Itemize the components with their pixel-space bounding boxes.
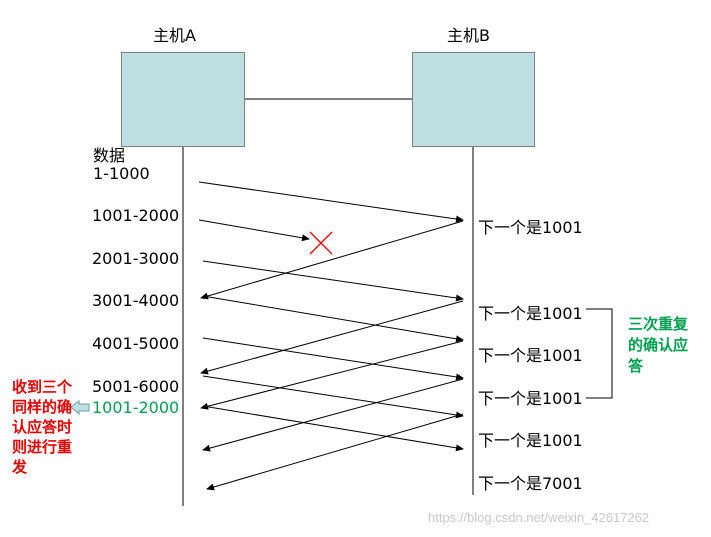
segment-arrow-1	[198, 181, 464, 223]
ack-label-5: 下一个是1001	[478, 431, 583, 450]
host-b-box	[412, 52, 535, 147]
ack-label-6: 下一个是7001	[478, 474, 583, 493]
segment-arrow-6	[202, 375, 464, 419]
ack-arrow-3	[200, 340, 464, 410]
ack-label-4: 下一个是1001	[478, 389, 583, 408]
ack-arrow-2	[200, 300, 464, 375]
red-x-icon	[309, 231, 333, 255]
ack-arrow-1	[200, 220, 464, 300]
retransmit-label: 1001-2000	[92, 398, 180, 417]
ack-label-1: 下一个是1001	[478, 218, 583, 237]
segment-label-2: 1001-2000	[92, 206, 180, 225]
segment-arrow-3	[202, 260, 464, 302]
ack-arrow-4	[202, 378, 464, 452]
ack-label-2: 下一个是1001	[478, 304, 583, 323]
ack-label-3: 下一个是1001	[478, 346, 583, 365]
data-heading: 数据	[93, 146, 126, 165]
duplicate-ack-bracket	[586, 308, 613, 399]
segment-arrow-2-lost	[198, 219, 310, 242]
host-a-box	[121, 52, 245, 147]
segment-arrow-4	[202, 295, 464, 343]
segment-arrow-retransmit	[202, 405, 464, 452]
watermark: https://blog.csdn.net/weixin_42617262	[428, 510, 650, 525]
segment-label-4: 3001-4000	[92, 291, 180, 310]
segment-label-6: 5001-6000	[92, 377, 180, 396]
segment-label-3: 2001-3000	[92, 249, 180, 268]
triple-ack-note: 三次重复的确认应答	[628, 315, 689, 375]
host-b-title: 主机B	[447, 26, 490, 45]
segment-label-1: 1-1000	[93, 164, 150, 183]
host-a-title: 主机A	[153, 26, 196, 45]
segment-arrow-5	[202, 337, 464, 381]
retransmit-note: 收到三个同样的确认应答时则进行重发	[12, 378, 73, 476]
ack-arrow-5	[206, 413, 464, 491]
segment-label-5: 4001-5000	[92, 334, 180, 353]
left-arrow-icon	[70, 400, 90, 416]
